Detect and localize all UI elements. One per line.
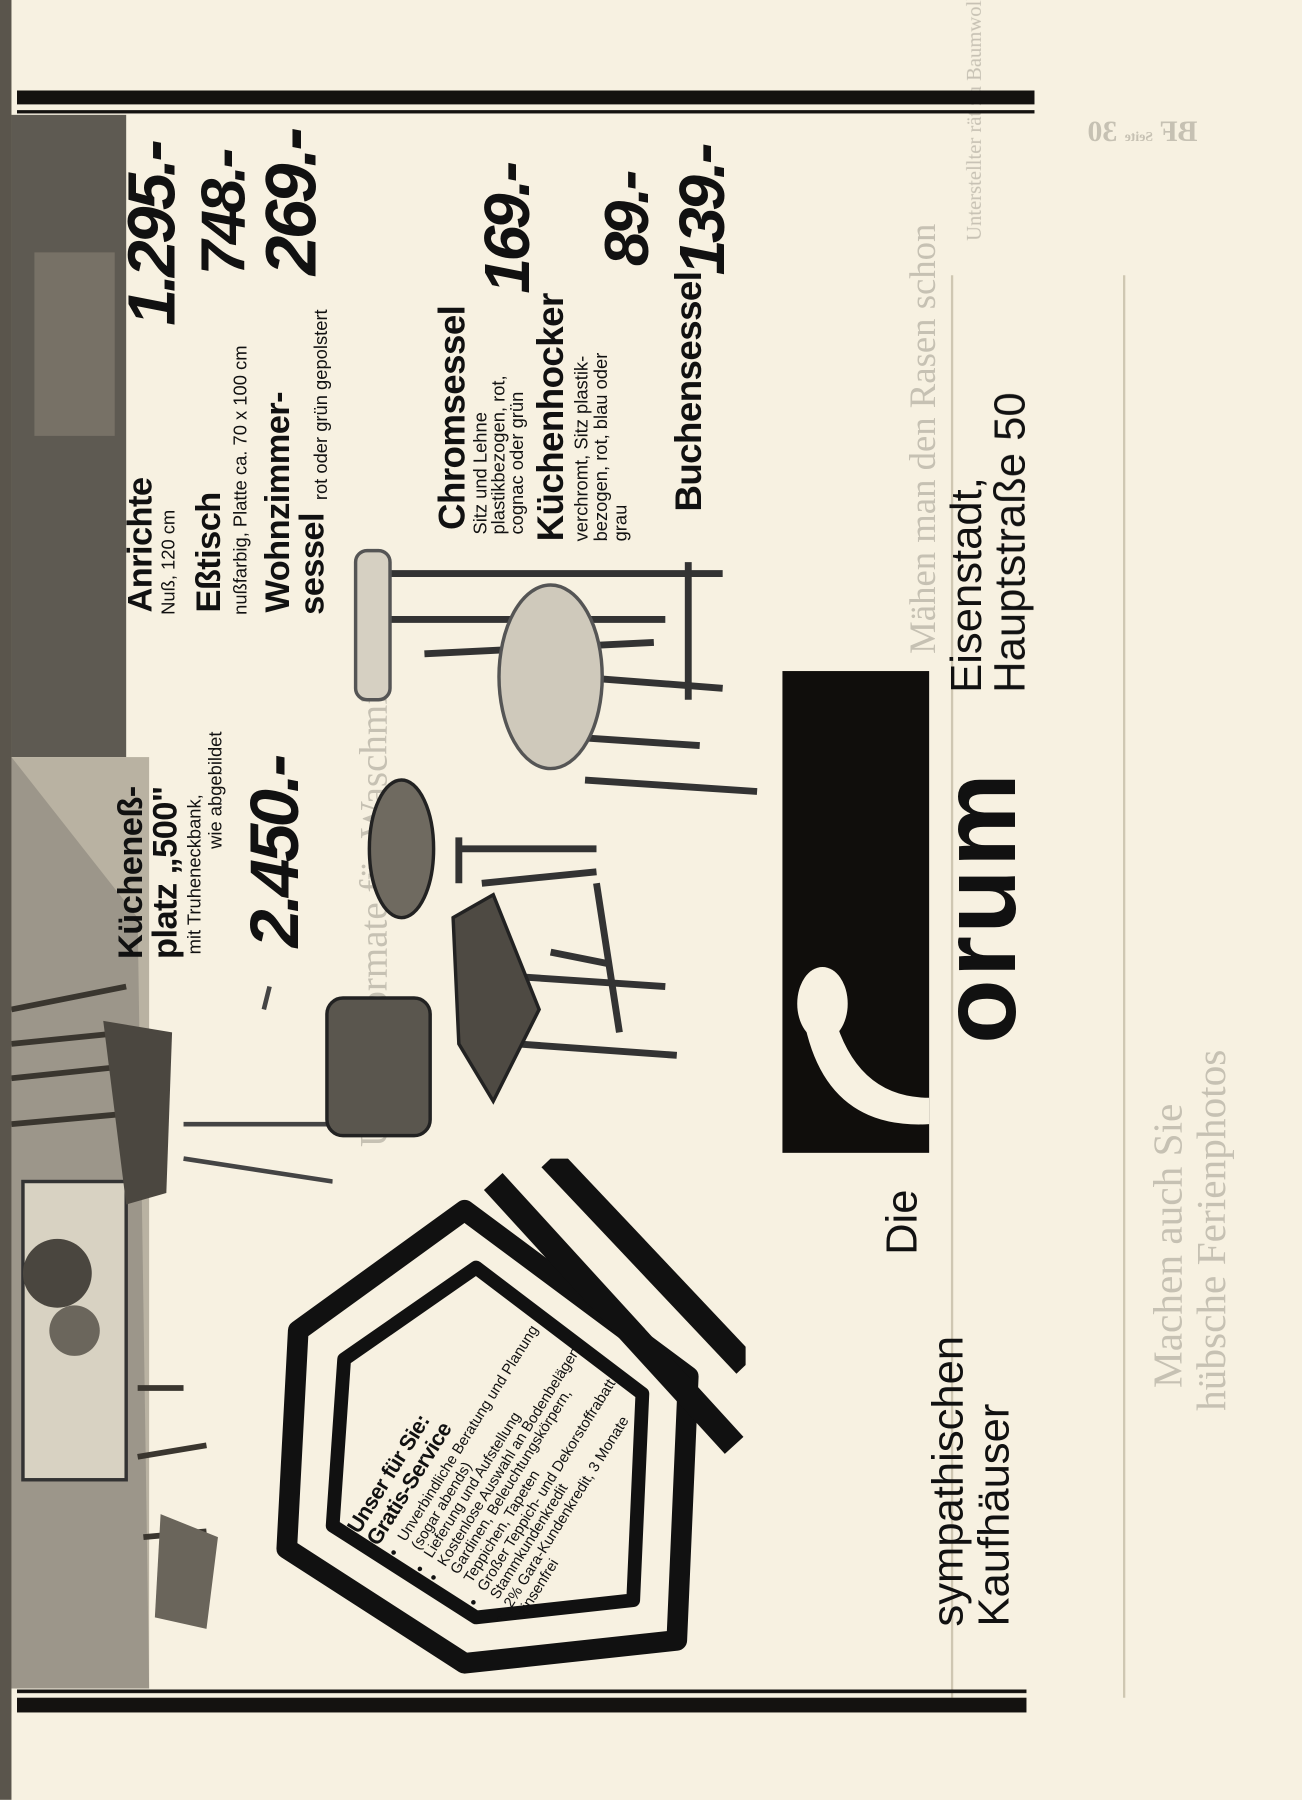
product-price: 139.- <box>665 146 738 276</box>
product-name-kuechenhocker: Küchenhocker <box>529 293 572 542</box>
product-desc: plastikbezogen, rot, <box>489 375 510 535</box>
product-name-wohnzimmersessel: sessel <box>293 513 332 615</box>
product-desc: Nuß, 120 cm <box>159 509 179 615</box>
product-desc: rot oder grün gepolstert <box>312 309 332 501</box>
product-desc: bezogen, rot, blau oder <box>591 352 612 542</box>
scan-edge <box>0 0 12 1800</box>
product-desc: nußfarbig, Platte ca. 70 x 100 cm <box>231 345 252 615</box>
service-hexagon-frame <box>276 1158 746 1674</box>
product-desc: grau <box>611 504 631 542</box>
bottom-rule-thin <box>17 1689 1027 1694</box>
product-name-anrichte: Anrichte <box>121 477 160 613</box>
address-city: Eisenstadt, <box>942 477 992 693</box>
product-name-chromsessel: Chromsessel <box>431 305 473 530</box>
bg-text-columns <box>950 275 1126 1698</box>
product-price: 89.- <box>593 173 662 267</box>
kitchen-set-desc: mit Truheneckbank, <box>185 794 206 955</box>
product-name-esstisch: Eßtisch <box>190 492 229 613</box>
kitchen-set-desc: wie abgebildet <box>206 731 226 849</box>
kitchen-set-name: platz „500" <box>146 786 185 959</box>
kitchen-set-price: 2.450.- <box>236 757 314 948</box>
slogan: Die <box>878 1189 927 1255</box>
chairs-illustration <box>325 548 758 1138</box>
kitchen-photo <box>11 114 333 1689</box>
slogan: sympathischen <box>924 1335 973 1627</box>
product-desc: verchromt, Sitz plastik- <box>572 355 592 542</box>
product-price: 169.- <box>470 164 543 294</box>
product-price: 1.295.- <box>114 142 190 326</box>
product-desc: cognac oder grün <box>508 391 528 535</box>
slogan: Kaufhäuser <box>970 1403 1019 1627</box>
kitchen-set-name: Küchen­eß- <box>112 786 151 959</box>
product-name-buchensessel: Buchensessel <box>667 271 709 512</box>
top-rule-thick <box>17 90 1035 105</box>
product-name-wohnzimmersessel: Wohnzimmer- <box>259 391 298 613</box>
product-price: 269.- <box>252 130 332 276</box>
product-desc: Sitz und Lehne <box>471 412 491 535</box>
address-street: Hauptstraße 50 <box>986 392 1035 693</box>
product-price: 748.- <box>189 151 259 276</box>
bottom-rule-thick <box>17 1697 1027 1713</box>
forum-logo-f <box>782 671 930 1153</box>
forum-logo-text: orum <box>921 770 1039 1044</box>
top-rule-thin <box>17 110 1035 114</box>
